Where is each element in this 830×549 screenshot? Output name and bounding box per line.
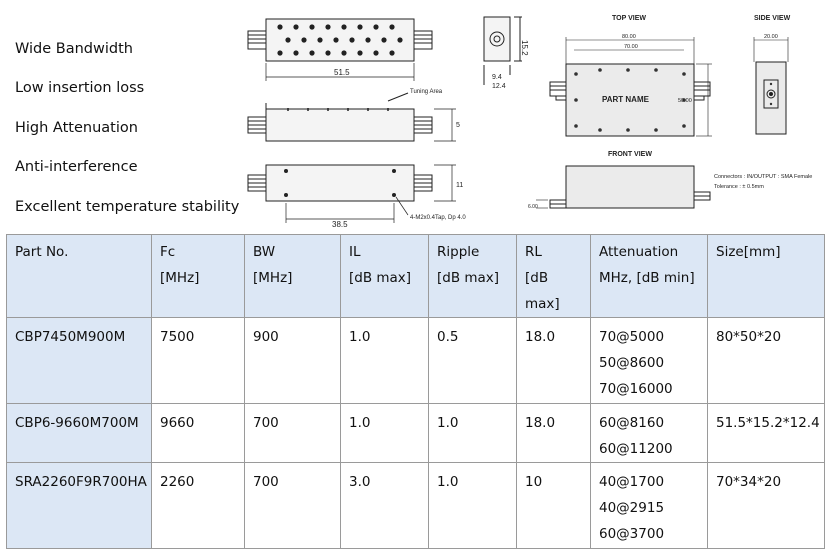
feature-item: Anti-interference: [15, 159, 138, 176]
table-row: CBP6-9660M700M 9660 700 1.0 1.0 18.0 60@…: [6, 403, 825, 463]
table-row: CBP7450M900M 7500 900 1.0 0.5 18.0 70@50…: [6, 317, 825, 404]
cell-size: 70*34*20: [707, 462, 825, 549]
dim-height-50: 50.00: [678, 98, 692, 104]
header-part-no: Part No.: [6, 234, 152, 318]
table-header-row: Part No. Fc[MHz] BW[MHz] IL[dB max] Ripp…: [6, 234, 825, 318]
cell-part: CBP7450M900M: [6, 317, 152, 404]
cell-fc: 7500: [151, 317, 245, 404]
cell-ripple: 1.0: [428, 462, 517, 549]
cell-ripple: 1.0: [428, 403, 517, 463]
note-tolerance: Tolerance : ± 0.5mm: [714, 184, 764, 190]
dim-side-20: 20.00: [764, 34, 778, 40]
dim-a: 9.4: [492, 74, 502, 81]
feature-item: Low insertion loss: [15, 80, 145, 97]
specification-table: Part No. Fc[MHz] BW[MHz] IL[dB max] Ripp…: [6, 234, 825, 549]
cell-part: SRA2260F9R700HA: [6, 462, 152, 549]
dim-small: 6.00: [528, 204, 538, 210]
dim-b: 12.4: [492, 83, 506, 90]
cell-bw: 700: [244, 403, 341, 463]
dim-height: 11: [456, 182, 463, 189]
feature-item: High Attenuation: [15, 119, 138, 136]
front-view-label: FRONT VIEW: [608, 151, 652, 158]
cell-fc: 2260: [151, 462, 245, 549]
mechanical-drawing-cbp6: 51.5 15.2 9.4 12.4 Tuning Area 5: [247, 16, 528, 229]
cell-rl: 10: [516, 462, 591, 549]
cell-il: 1.0: [340, 403, 429, 463]
dim-length: 51.5: [334, 68, 350, 77]
dim-width: 15.2: [520, 40, 528, 56]
cell-fc: 9660: [151, 403, 245, 463]
dim-hole-spacing: 38.5: [332, 220, 348, 229]
cell-il: 3.0: [340, 462, 429, 549]
cell-rl: 18.0: [516, 403, 591, 463]
note-connectors: Connectors : IN/OUTPUT : SMA Female: [714, 174, 812, 180]
header-ripple: Ripple[dB max]: [428, 234, 517, 318]
cell-bw: 900: [244, 317, 341, 404]
dim-inner: 70.00: [624, 44, 638, 50]
header-bw: BW[MHz]: [244, 234, 341, 318]
tuning-area-label: Tuning Area: [410, 89, 443, 95]
cell-rl: 18.0: [516, 317, 591, 404]
cell-size: 80*50*20: [707, 317, 825, 404]
dim-side: 5: [456, 122, 460, 129]
table-row: SRA2260F9R700HA 2260 700 3.0 1.0 10 40@1…: [6, 462, 825, 549]
dim-outer: 80.00: [622, 34, 636, 40]
part-name-label: PART NAME: [602, 95, 650, 104]
cell-ripple: 0.5: [428, 317, 517, 404]
cell-il: 1.0: [340, 317, 429, 404]
feature-item: Excellent temperature stability: [15, 198, 240, 215]
cell-size: 51.5*15.2*12.4: [707, 403, 825, 463]
mechanical-drawing-cbp7450: TOP VIEW SIDE VIEW 80.00 70.00 PART NAME…: [528, 15, 812, 210]
header-size: Size[mm]: [707, 234, 825, 318]
feature-list: Wide Bandwidth Low insertion loss High A…: [15, 41, 239, 238]
hole-note: 4-M2x0.4Tap, Dp 4.0: [410, 215, 466, 221]
top-view-label: TOP VIEW: [612, 15, 646, 22]
header-il: IL[dB max]: [340, 234, 429, 318]
cell-bw: 700: [244, 462, 341, 549]
feature-item: Wide Bandwidth: [15, 41, 133, 57]
cell-part: CBP6-9660M700M: [6, 403, 152, 463]
header-fc: Fc[MHz]: [151, 234, 245, 318]
side-view-label: SIDE VIEW: [754, 15, 791, 22]
